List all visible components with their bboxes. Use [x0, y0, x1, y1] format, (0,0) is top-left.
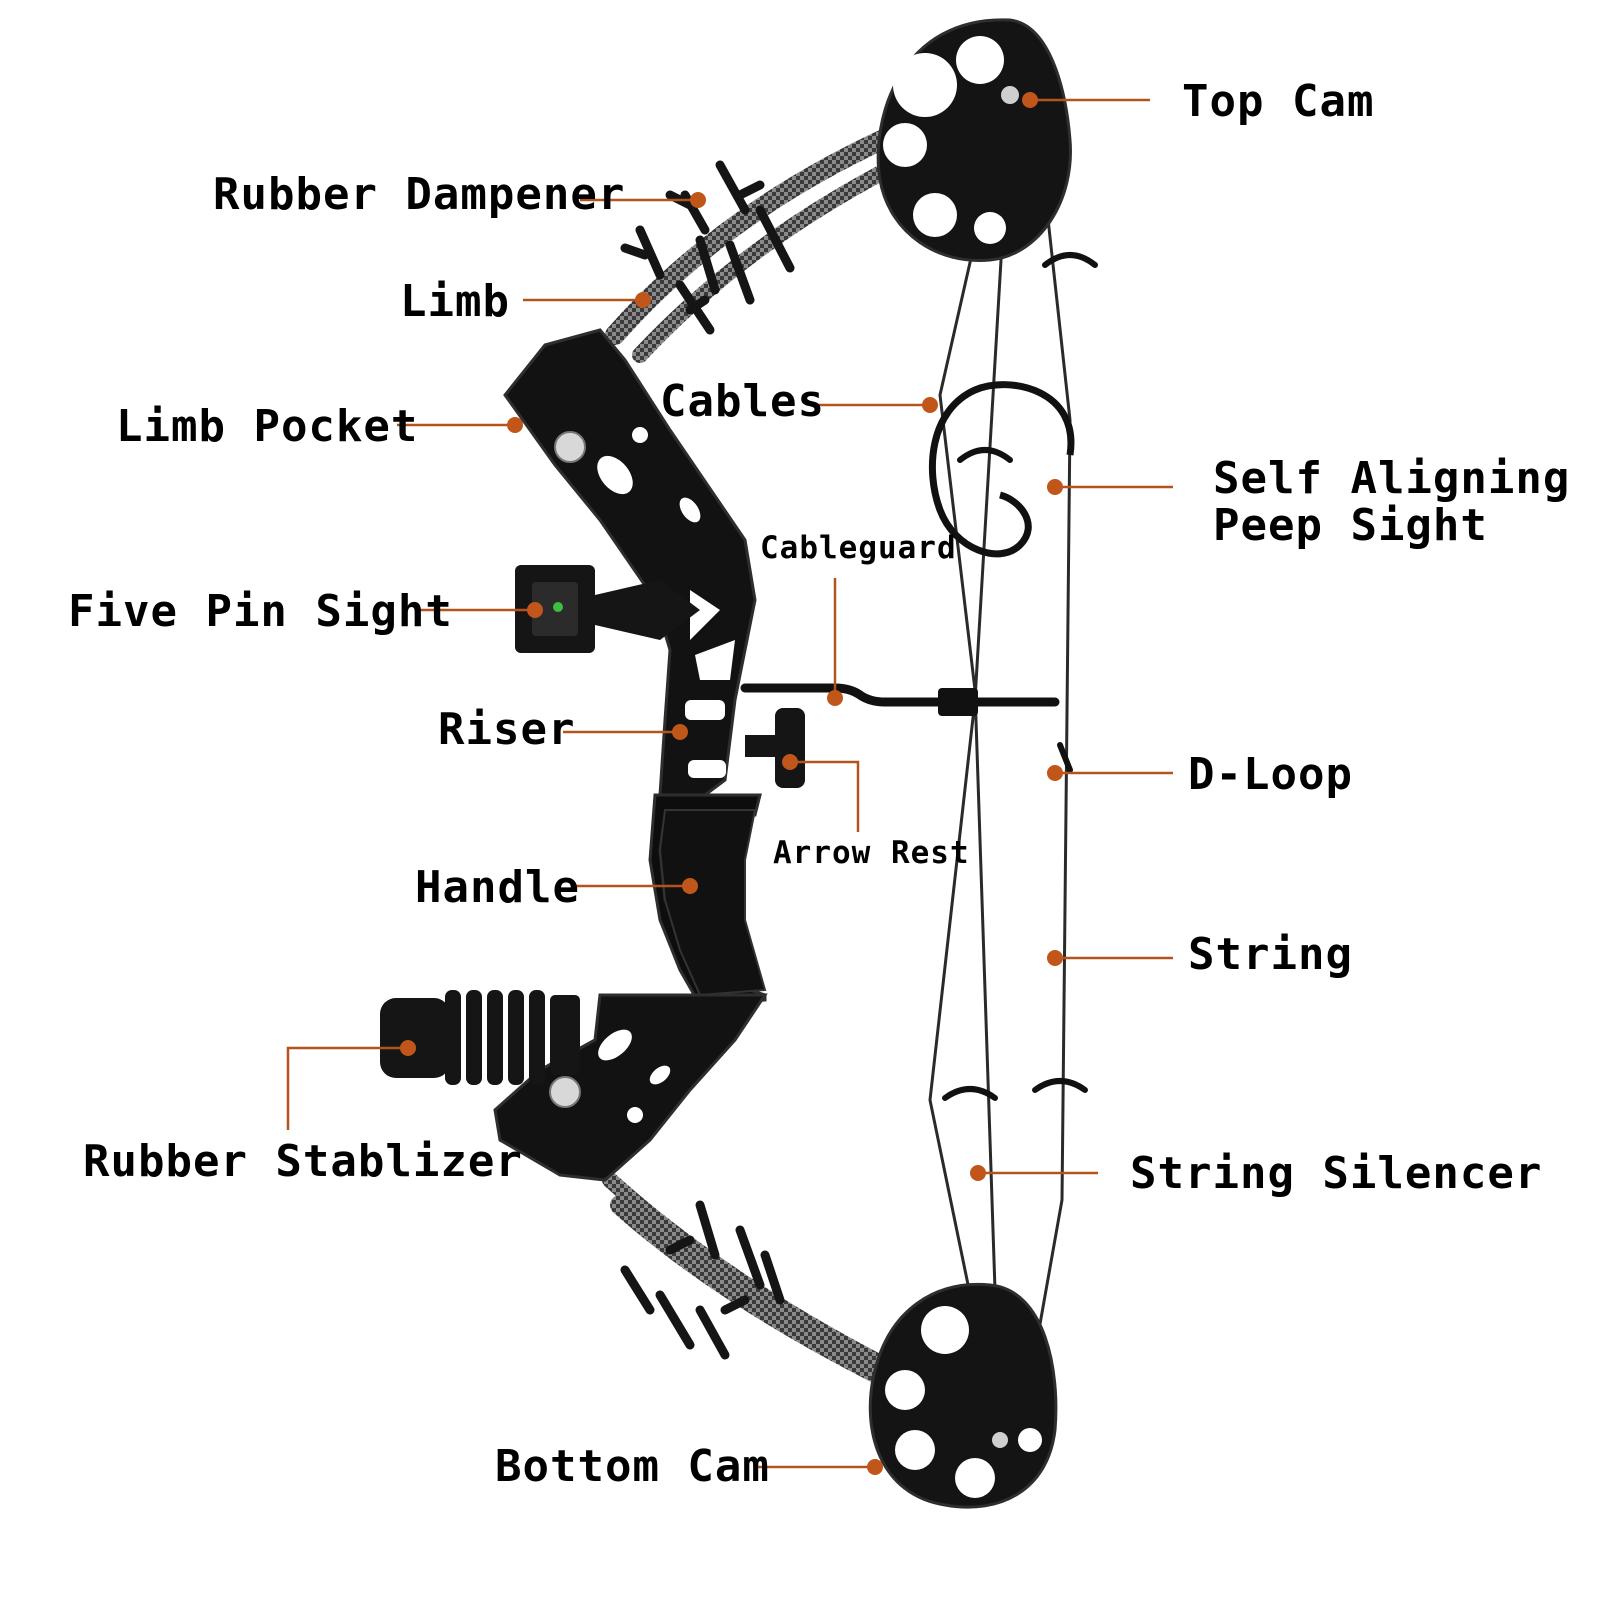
string-silencers	[942, 252, 1098, 1101]
leader-line-rubber-stablizer	[286, 1046, 408, 1130]
cable-a	[938, 107, 1007, 1441]
riser-cutouts	[597, 427, 735, 778]
label-bottom-cam: Bottom Cam	[495, 1441, 770, 1492]
label-string-silencer: String Silencer	[1130, 1148, 1543, 1199]
label-arrow-rest: Arrow Rest	[773, 835, 970, 871]
label-rubber-dampener: Rubber Dampener	[213, 169, 626, 220]
limb-bolt-upper	[554, 431, 586, 463]
label-cables: Cables	[660, 376, 825, 427]
bottom-cam	[868, 1282, 1058, 1509]
leader-dot-rubber-stablizer	[400, 1040, 416, 1056]
lower-riser-cutouts	[598, 1029, 671, 1123]
leader-line-arrow-rest	[790, 760, 860, 832]
limb-bolt-lower	[549, 1076, 581, 1108]
label-rubber-stablizer: Rubber Stablizer	[83, 1136, 523, 1187]
leader-dot-self-aligning	[1047, 479, 1063, 495]
label-limb: Limb	[400, 276, 510, 327]
leader-dot-string	[1047, 950, 1063, 966]
leader-lines	[286, 98, 1173, 1469]
cable-b	[928, 107, 1012, 1441]
label-limb-pocket: Limb Pocket	[116, 401, 419, 452]
rubber-stabilizer	[380, 990, 580, 1085]
leader-dot-top-cam	[1022, 92, 1038, 108]
top-cam	[876, 18, 1072, 263]
leader-dot-arrow-rest	[782, 754, 798, 770]
five-pin-sight	[515, 565, 700, 653]
leader-dot-riser	[672, 724, 688, 740]
label-five-pin-sight: Five Pin Sight	[68, 586, 453, 637]
leader-dot-limb	[635, 292, 651, 308]
leader-dot-rubber-dampener	[690, 192, 706, 208]
lower-riser	[493, 993, 768, 1182]
label-d-loop: D-Loop	[1188, 749, 1353, 800]
label-top-cam: Top Cam	[1182, 76, 1375, 127]
label-peep-sight: Peep Sight	[1213, 500, 1488, 551]
cables	[928, 107, 1012, 1441]
leader-dot-bottom-cam	[867, 1459, 883, 1475]
arrow-rest	[745, 708, 805, 788]
leader-dot-five-pin-sight	[527, 602, 543, 618]
leader-dot-string-silencer	[970, 1165, 986, 1181]
cableguard-rod	[740, 683, 1060, 716]
label-riser: Riser	[438, 704, 576, 755]
peep-sight-tube	[928, 381, 1075, 558]
leader-dot-limb-pocket	[507, 417, 523, 433]
label-handle: Handle	[415, 862, 580, 913]
label-cableguard: Cableguard	[760, 530, 957, 566]
leader-dot-handle	[682, 878, 698, 894]
leader-dots	[400, 92, 1063, 1475]
label-string: String	[1188, 929, 1353, 980]
leader-dot-cableguard	[827, 690, 843, 706]
leader-dot-d-loop	[1047, 765, 1063, 781]
leader-dot-cables	[922, 397, 938, 413]
label-self-aligning: Self Aligning	[1213, 453, 1571, 504]
lower-dampeners	[620, 1200, 785, 1360]
